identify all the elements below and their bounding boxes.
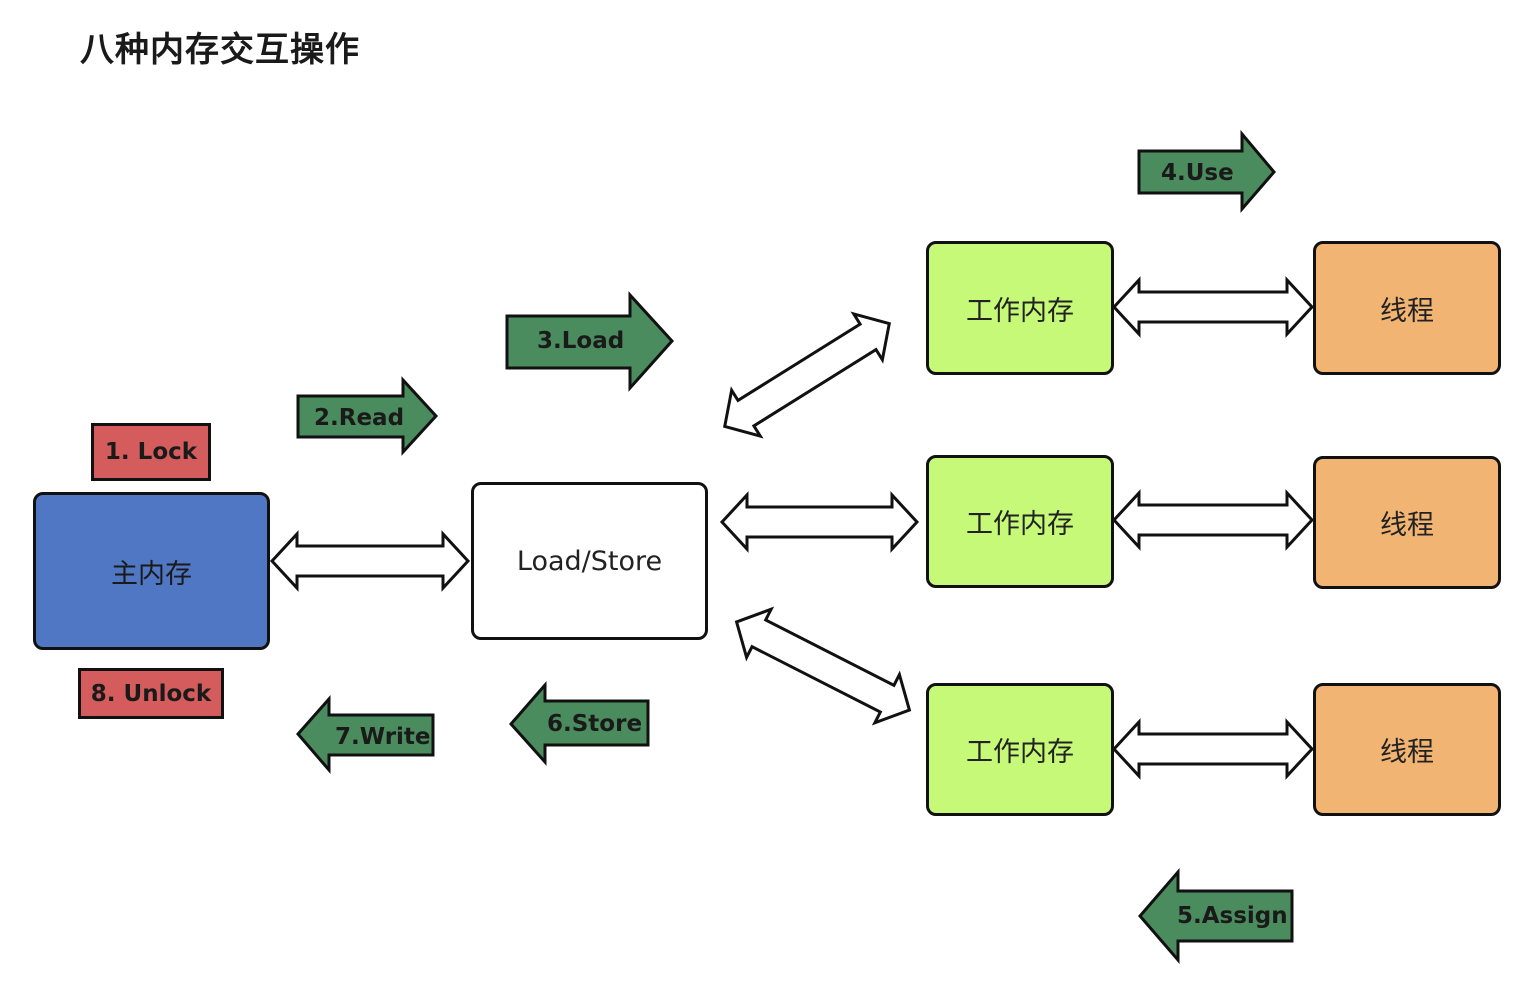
lock-tag: 1. Lock xyxy=(91,423,211,481)
thread-box-2: 线程 xyxy=(1313,456,1501,589)
unlock-tag: 8. Unlock xyxy=(78,668,224,719)
work-memory-1-to-thread-1-connector xyxy=(1111,276,1315,338)
assign-label: 5.Assign xyxy=(1177,903,1288,929)
main-memory-box: 主内存 xyxy=(33,492,270,650)
work-memory-label: 工作内存 xyxy=(966,295,1074,327)
thread-label: 线程 xyxy=(1380,510,1434,541)
store-arrow xyxy=(508,680,650,766)
work-memory-box-1: 工作内存 xyxy=(926,241,1114,375)
loadstore-to-work-memory-3-connector xyxy=(734,606,912,726)
thread-label: 线程 xyxy=(1380,295,1434,327)
assign-arrow xyxy=(1138,867,1294,965)
store-label: 6.Store xyxy=(547,711,643,737)
thread-label: 线程 xyxy=(1380,737,1434,768)
write-label: 7.Write xyxy=(335,724,431,750)
thread-box-1: 线程 xyxy=(1313,241,1501,375)
work-memory-label: 工作内存 xyxy=(966,737,1074,768)
use-label: 4.Use xyxy=(1161,160,1234,186)
loadstore-to-work-memory-2-connector xyxy=(719,491,920,553)
read-arrow xyxy=(296,376,439,456)
thread-box-3: 线程 xyxy=(1313,683,1501,816)
load-store-box: Load/Store xyxy=(471,482,708,640)
work-memory-box-3: 工作内存 xyxy=(926,683,1114,816)
work-memory-label: 工作内存 xyxy=(966,509,1074,540)
load-label: 3.Load xyxy=(537,328,625,354)
main-to-loadstore-connector xyxy=(269,530,471,592)
work-memory-3-to-thread-3-connector xyxy=(1111,718,1315,780)
load-store-label: Load/Store xyxy=(516,545,663,577)
work-memory-box-2: 工作内存 xyxy=(926,455,1114,588)
page-title: 八种内存交互操作 xyxy=(80,30,360,70)
load-arrow xyxy=(505,291,675,392)
read-label: 2.Read xyxy=(314,405,405,431)
main-memory-label: 主内存 xyxy=(111,558,192,590)
loadstore-to-work-memory-1-connector xyxy=(723,311,891,439)
write-arrow xyxy=(296,695,435,775)
work-memory-2-to-thread-2-connector xyxy=(1111,489,1315,551)
use-arrow xyxy=(1137,129,1276,214)
